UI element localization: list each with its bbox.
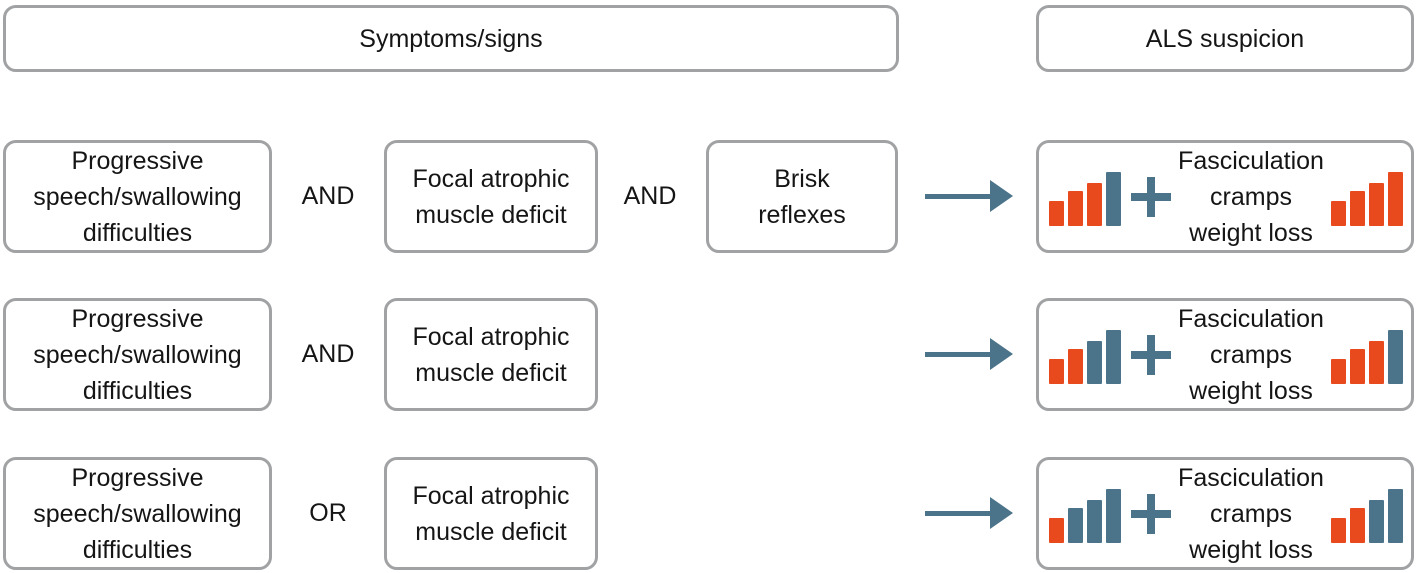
condition-text-line: speech/swallowing	[33, 499, 242, 528]
symptoms-signs-title: Symptoms/signs	[359, 24, 543, 53]
result-label-line: weight loss	[1189, 376, 1313, 405]
condition-box-progressive-speech: Progressive speech/swallowing difficulti…	[3, 298, 272, 411]
suspicion-level-bars-icon	[1331, 330, 1403, 384]
meter-bar-orange	[1369, 183, 1384, 226]
condition-text-line: reflexes	[758, 200, 846, 229]
meter-bar-orange	[1388, 172, 1403, 226]
condition-text-line: difficulties	[82, 376, 193, 405]
result-label-line: Fasciculation	[1178, 463, 1324, 492]
condition-text-line: Focal atrophic	[412, 481, 570, 510]
meter-bar-blue	[1369, 500, 1384, 543]
meter-bar-blue	[1106, 172, 1121, 226]
meter-bar-blue	[1106, 330, 1121, 384]
meter-bar-orange	[1049, 201, 1064, 226]
plus-icon	[1131, 493, 1171, 534]
result-label: Fasciculation cramps weight loss	[1171, 301, 1331, 409]
condition-text-line: Focal atrophic	[412, 322, 570, 351]
meter-bar-orange	[1350, 508, 1365, 543]
plus-icon	[1131, 176, 1171, 217]
meter-bar-orange	[1068, 191, 1083, 226]
result-label-line: weight loss	[1189, 535, 1313, 564]
arrow-shaft	[925, 352, 995, 357]
condition-box-focal-atrophic: Focal atrophic muscle deficit	[384, 298, 598, 411]
arrow-right-icon	[925, 497, 1013, 530]
meter-bar-blue	[1087, 500, 1102, 543]
condition-text-line: Progressive	[71, 463, 204, 492]
meter-bar-orange	[1350, 191, 1365, 226]
result-label-line: cramps	[1210, 499, 1292, 528]
condition-box-focal-atrophic: Focal atrophic muscle deficit	[384, 140, 598, 253]
condition-text-line: muscle deficit	[415, 358, 567, 387]
als-suspicion-result-box: Fasciculation cramps weight loss	[1036, 298, 1414, 411]
condition-box-brisk-reflexes: Brisk reflexes	[706, 140, 898, 253]
arrow-shaft	[925, 511, 995, 516]
operator-label: AND	[623, 182, 677, 210]
result-label-line: Fasciculation	[1178, 304, 1324, 333]
result-label-line: cramps	[1210, 340, 1292, 369]
result-label-line: weight loss	[1189, 218, 1313, 247]
condition-text-line: Progressive	[71, 304, 204, 333]
result-label-line: Fasciculation	[1178, 146, 1324, 175]
rule-row-2: Progressive speech/swallowing difficulti…	[0, 298, 1418, 411]
plus-icon	[1131, 334, 1171, 375]
condition-text-line: muscle deficit	[415, 517, 567, 546]
operator-label: OR	[309, 499, 347, 527]
meter-bar-orange	[1331, 359, 1346, 384]
condition-box-progressive-speech: Progressive speech/swallowing difficulti…	[3, 140, 272, 253]
condition-text-line: speech/swallowing	[33, 182, 242, 211]
meter-bar-orange	[1049, 518, 1064, 543]
result-label: Fasciculation cramps weight loss	[1171, 143, 1331, 251]
arrow-shaft	[925, 194, 995, 199]
condition-text-line: Progressive	[71, 146, 204, 175]
condition-text-line: difficulties	[82, 218, 193, 247]
meter-bar-orange	[1331, 201, 1346, 226]
meter-bar-orange	[1049, 359, 1064, 384]
condition-text-line: muscle deficit	[415, 200, 567, 229]
arrow-right-icon	[925, 338, 1013, 371]
arrow-head	[990, 497, 1013, 529]
als-suspicion-title: ALS suspicion	[1145, 24, 1305, 53]
condition-box-progressive-speech: Progressive speech/swallowing difficulti…	[3, 457, 272, 570]
result-label-line: cramps	[1210, 182, 1292, 211]
condition-text-line: speech/swallowing	[33, 340, 242, 369]
als-suspicion-result-box: Fasciculation cramps weight loss	[1036, 457, 1414, 570]
meter-bar-orange	[1369, 341, 1384, 384]
meter-bar-blue	[1068, 508, 1083, 543]
suspicion-level-bars-icon	[1049, 172, 1121, 226]
symptoms-signs-header: Symptoms/signs	[3, 5, 899, 72]
condition-text-line: Brisk	[774, 164, 830, 193]
meter-bar-blue	[1388, 489, 1403, 543]
condition-text-line: Focal atrophic	[412, 164, 570, 193]
suspicion-level-bars-icon	[1331, 489, 1403, 543]
meter-bar-orange	[1350, 349, 1365, 384]
operator-label: AND	[301, 182, 355, 210]
arrow-head	[990, 180, 1013, 212]
condition-text-line: difficulties	[82, 535, 193, 564]
result-label: Fasciculation cramps weight loss	[1171, 460, 1331, 568]
suspicion-level-bars-icon	[1331, 172, 1403, 226]
als-suspicion-header: ALS suspicion	[1036, 5, 1414, 72]
meter-bar-orange	[1068, 349, 1083, 384]
rule-row-1: Progressive speech/swallowing difficulti…	[0, 140, 1418, 253]
meter-bar-blue	[1087, 341, 1102, 384]
operator-label: AND	[301, 340, 355, 368]
suspicion-level-bars-icon	[1049, 489, 1121, 543]
arrow-right-icon	[925, 180, 1013, 213]
arrow-head	[990, 338, 1013, 370]
als-suspicion-result-box: Fasciculation cramps weight loss	[1036, 140, 1414, 253]
meter-bar-blue	[1106, 489, 1121, 543]
condition-box-focal-atrophic: Focal atrophic muscle deficit	[384, 457, 598, 570]
meter-bar-orange	[1331, 518, 1346, 543]
meter-bar-blue	[1388, 330, 1403, 384]
rule-row-3: Progressive speech/swallowing difficulti…	[0, 457, 1418, 570]
meter-bar-orange	[1087, 183, 1102, 226]
suspicion-level-bars-icon	[1049, 330, 1121, 384]
